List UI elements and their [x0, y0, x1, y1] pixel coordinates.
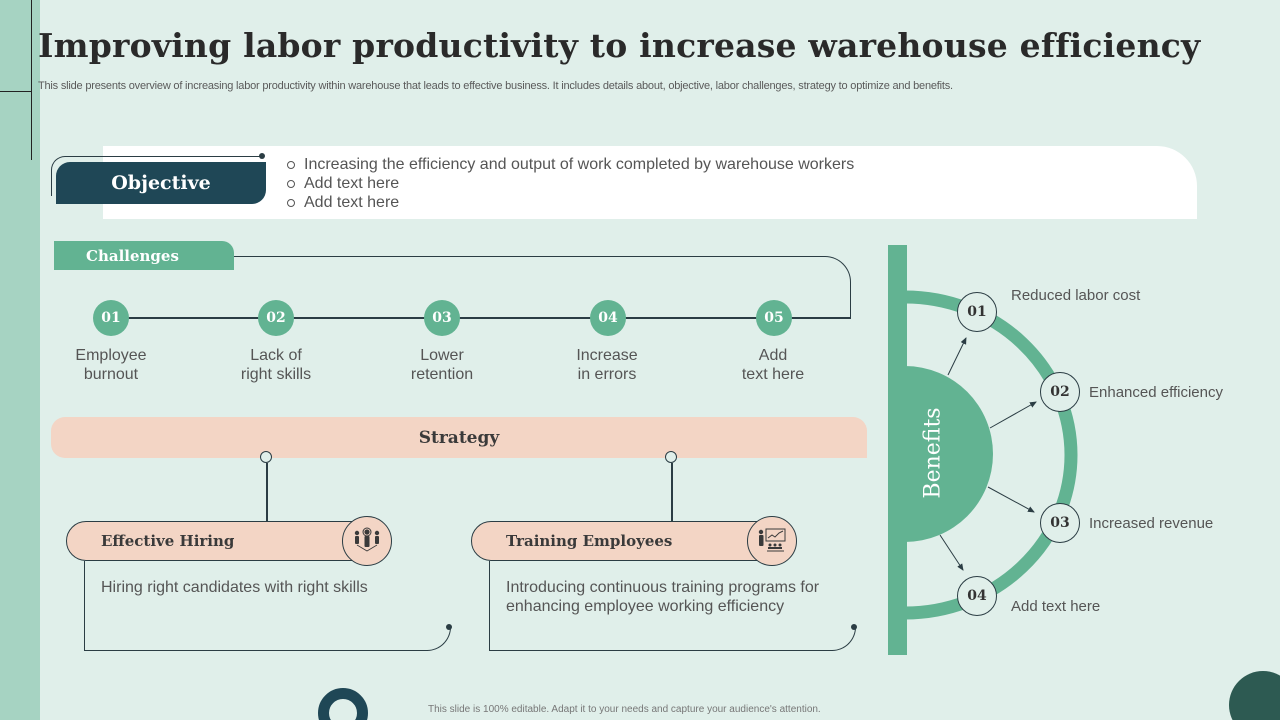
benefit-number-03: 03 — [1040, 503, 1080, 543]
presentation-training-icon — [747, 516, 797, 566]
challenge-number-05: 05 — [756, 300, 792, 336]
challenges-connector — [234, 256, 851, 318]
strategy-card-training-employees: Training Employees — [471, 521, 771, 561]
objective-list: Increasing the efficiency and output of … — [287, 155, 854, 212]
objective-item: Add text here — [287, 174, 854, 193]
circle-bullet-icon — [287, 160, 295, 169]
benefit-text: Enhanced efficiency — [1089, 384, 1223, 401]
strategy-card-body — [489, 561, 833, 651]
page-subtitle: This slide presents overview of increasi… — [38, 80, 953, 92]
strategy-description: Hiring right candidates with right skill… — [101, 579, 368, 596]
benefit-text: Add text here — [1011, 598, 1101, 615]
circle-bullet-icon — [287, 198, 295, 207]
benefit-text: Increased revenue — [1089, 515, 1214, 532]
footer-note: This slide is 100% editable. Adapt it to… — [428, 704, 821, 715]
strategy-header: Strategy — [51, 417, 867, 458]
decorative-vertical-line — [31, 0, 32, 160]
benefit-number-02: 02 — [1040, 372, 1080, 412]
page-title: Improving labor productivity to increase… — [38, 26, 1201, 65]
connector-dot — [665, 451, 677, 463]
decorative-ring — [318, 688, 368, 720]
objective-label: Objective — [56, 162, 266, 204]
objective-outline-dot — [259, 153, 265, 159]
challenge-number-01: 01 — [93, 300, 129, 336]
challenge-number-03: 03 — [424, 300, 460, 336]
circle-bullet-icon — [287, 179, 295, 188]
decorative-circle — [1229, 671, 1280, 720]
strategy-card-end-dot — [851, 624, 857, 630]
recruitment-network-icon — [342, 516, 392, 566]
benefit-text: Reduced labor cost — [1011, 287, 1141, 304]
benefit-number-01: 01 — [957, 292, 997, 332]
strategy-card-end-dot — [446, 624, 452, 630]
connector-line — [266, 463, 268, 521]
connector-line — [671, 463, 673, 521]
benefits-arc-diagram — [904, 290, 1078, 620]
challenge-number-02: 02 — [258, 300, 294, 336]
benefits-label: Benefits — [920, 407, 946, 499]
strategy-card-effective-hiring: Effective Hiring — [66, 521, 366, 561]
objective-panel — [103, 146, 1197, 219]
challenges-label: Challenges — [54, 241, 234, 270]
objective-item: Increasing the efficiency and output of … — [287, 155, 854, 174]
connector-dot — [260, 451, 272, 463]
objective-outline — [51, 156, 263, 196]
strategy-card-body — [84, 561, 428, 651]
benefits-bar — [888, 245, 907, 655]
left-decorative-strip — [0, 0, 40, 720]
challenge-number-04: 04 — [590, 300, 626, 336]
objective-item: Add text here — [287, 193, 854, 212]
benefit-number-04: 04 — [957, 576, 997, 616]
decorative-horizontal-line — [0, 91, 32, 92]
strategy-description: Introducing continuous training programs… — [506, 579, 820, 615]
challenges-timeline-line — [110, 317, 851, 319]
